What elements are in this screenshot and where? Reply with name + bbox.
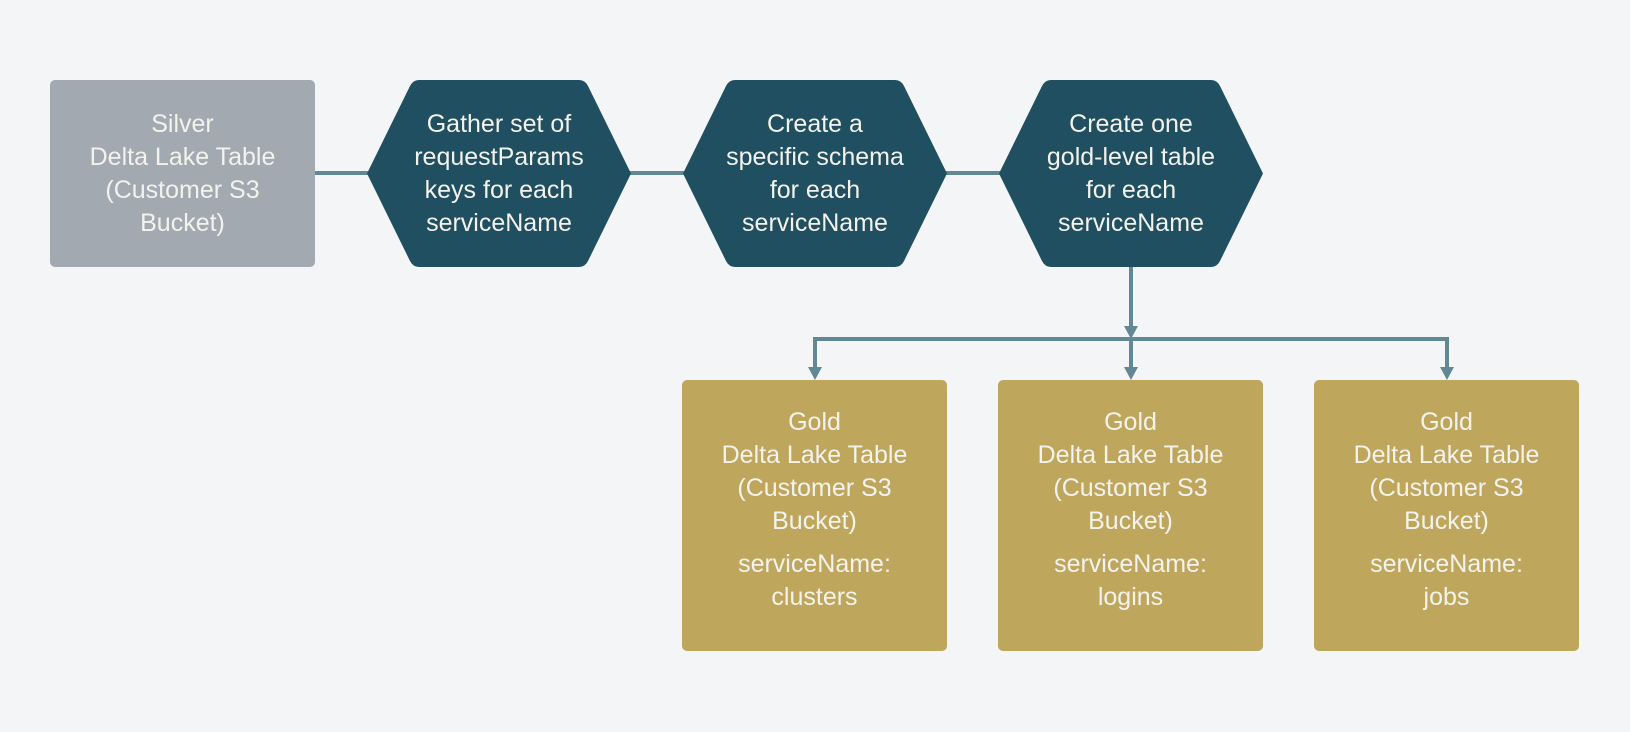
hexagon-shape	[683, 80, 947, 267]
node-line: Gather set of	[426, 109, 572, 138]
node-line: keys for each	[424, 175, 574, 204]
node-line: Gold	[788, 408, 841, 436]
node-line: (Customer S3	[737, 474, 892, 502]
node-line: Bucket)	[140, 208, 225, 237]
gold-table-logins-node: Gold Delta Lake Table (Customer S3 Bucke…	[998, 380, 1263, 651]
service-name-label: serviceName:	[738, 550, 891, 578]
node-line: specific schema	[726, 142, 904, 171]
service-name-value: clusters	[771, 583, 858, 611]
node-line: Delta Lake Table	[89, 142, 276, 171]
node-line: Delta Lake Table	[1037, 441, 1224, 469]
gold-table-jobs-node: Gold Delta Lake Table (Customer S3 Bucke…	[1314, 380, 1579, 651]
arrowhead-icon	[1440, 367, 1454, 380]
service-name-label: serviceName:	[1370, 550, 1523, 578]
service-name-value: logins	[1097, 583, 1164, 611]
node-line: Delta Lake Table	[721, 441, 908, 469]
service-name-value: jobs	[1423, 583, 1470, 611]
node-line: Bucket)	[1088, 507, 1173, 535]
node-line: Create one	[1069, 109, 1193, 138]
arrowhead-icon	[1124, 326, 1138, 339]
hexagon-shape	[367, 80, 631, 267]
node-line: for each	[769, 175, 861, 204]
node-line: (Customer S3	[1369, 474, 1524, 502]
step-create-schema-node: Create a specific schema for each servic…	[683, 80, 947, 267]
node-line: Silver	[151, 109, 214, 138]
silver-table-node: Silver Delta Lake Table (Customer S3 Buc…	[50, 80, 315, 267]
service-name-label: serviceName:	[1054, 550, 1207, 578]
node-line: requestParams	[414, 142, 584, 171]
node-line: (Customer S3	[1053, 474, 1208, 502]
node-line: gold-level table	[1046, 142, 1216, 171]
gold-table-clusters-node: Gold Delta Lake Table (Customer S3 Bucke…	[682, 380, 947, 651]
node-line: serviceName	[742, 208, 888, 237]
node-line: serviceName	[1058, 208, 1204, 237]
arrowhead-icon	[808, 367, 822, 380]
hexagon-shape	[999, 80, 1263, 267]
node-line: Gold	[1420, 408, 1473, 436]
arrowhead-icon	[1124, 367, 1138, 380]
node-line: Bucket)	[772, 507, 857, 535]
node-line: (Customer S3	[105, 175, 260, 204]
step-create-gold-table-node: Create one gold-level table for each ser…	[999, 80, 1263, 267]
node-line: for each	[1085, 175, 1177, 204]
node-line: Bucket)	[1404, 507, 1489, 535]
node-line: Delta Lake Table	[1353, 441, 1540, 469]
step-gather-params-node: Gather set of requestParams keys for eac…	[367, 80, 631, 267]
node-line: Create a	[767, 109, 863, 138]
node-line: serviceName	[426, 208, 572, 237]
node-line: Gold	[1104, 408, 1157, 436]
